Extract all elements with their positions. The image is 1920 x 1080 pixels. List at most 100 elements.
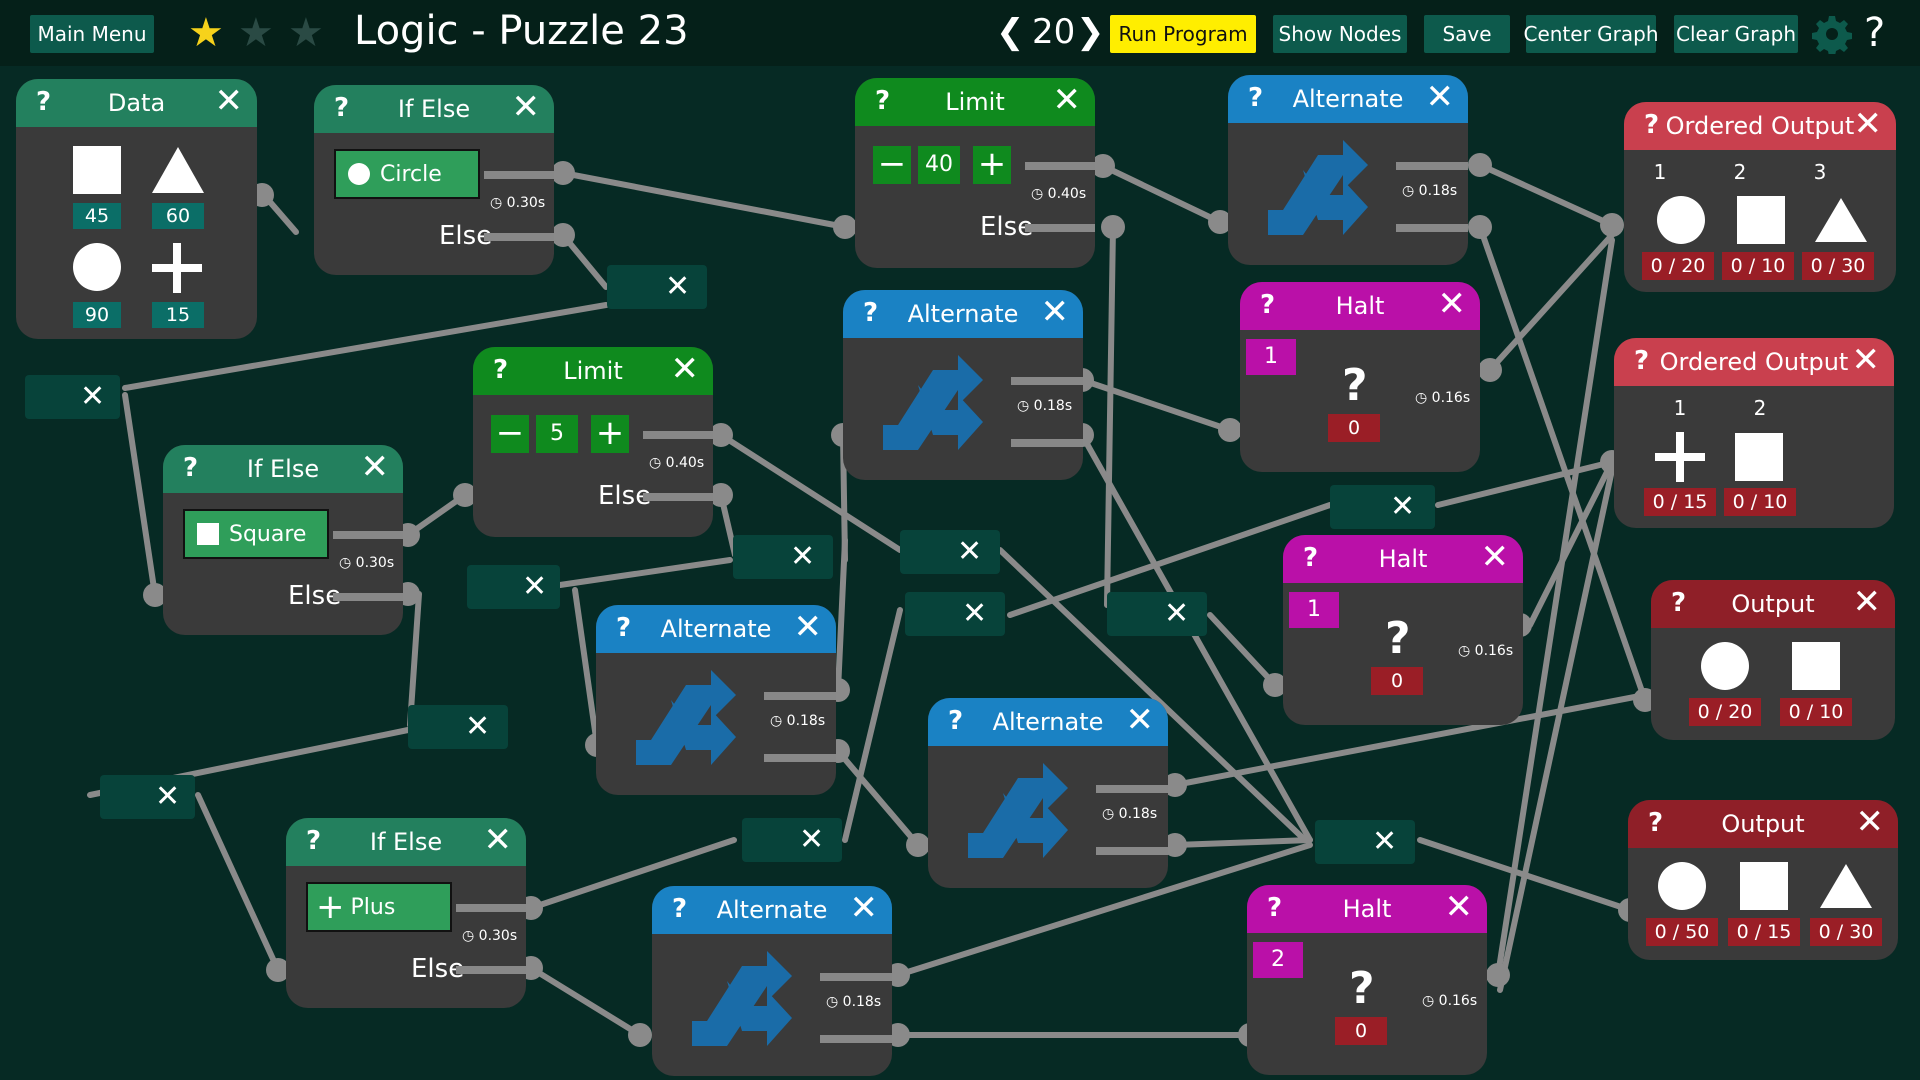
junction-node[interactable]: ✕ (25, 375, 120, 419)
if-else-node[interactable]: ? If Else ✕ Circle ◷ 0.30s Else (314, 85, 554, 275)
help-icon[interactable]: ? (1303, 543, 1319, 573)
output-port[interactable] (1096, 847, 1168, 855)
close-icon[interactable]: ✕ (1164, 596, 1190, 631)
else-port[interactable] (333, 593, 403, 601)
close-icon[interactable]: ✕ (1851, 340, 1881, 380)
condition-selector[interactable]: + Plus (306, 882, 452, 932)
else-port[interactable] (643, 493, 713, 501)
help-icon[interactable]: ? (493, 355, 509, 385)
output-node[interactable]: ? Output ✕ 0 / 20 0 / 10 (1651, 580, 1895, 740)
help-icon[interactable]: ? (616, 613, 632, 643)
node-header[interactable]: ? Alternate ✕ (596, 605, 836, 653)
halt-node[interactable]: ? Halt ✕ 1 ? 0 ◷ 0.16s (1240, 282, 1480, 472)
node-header[interactable]: ? Output ✕ (1628, 800, 1898, 848)
increment-button[interactable]: + (591, 415, 629, 453)
node-header[interactable]: ? Alternate ✕ (652, 886, 892, 934)
close-icon[interactable]: ✕ (511, 87, 541, 127)
help-icon[interactable]: ? (1644, 110, 1660, 140)
close-icon[interactable]: ✕ (1052, 80, 1082, 120)
close-icon[interactable]: ✕ (1444, 887, 1474, 927)
node-header[interactable]: ? If Else ✕ (286, 818, 526, 866)
increment-button[interactable]: + (973, 146, 1011, 184)
alternate-node[interactable]: ? Alternate ✕ ◷ 0.18s (843, 290, 1083, 480)
alternate-node[interactable]: ? Alternate ✕ ◷ 0.18s (652, 886, 892, 1076)
close-icon[interactable]: ✕ (1125, 700, 1155, 740)
output-port[interactable] (643, 431, 713, 439)
decrement-button[interactable]: − (491, 415, 529, 453)
close-icon[interactable]: ✕ (214, 81, 244, 121)
help-button[interactable]: ? (1864, 10, 1886, 56)
node-header[interactable]: ? Ordered Output ✕ (1624, 102, 1896, 150)
help-icon[interactable]: ? (1634, 346, 1650, 376)
else-port[interactable] (484, 233, 554, 241)
close-icon[interactable]: ✕ (799, 822, 825, 857)
node-header[interactable]: ? Limit ✕ (855, 78, 1095, 126)
junction-node[interactable]: ✕ (733, 535, 833, 579)
close-icon[interactable]: ✕ (1855, 802, 1885, 842)
help-icon[interactable]: ? (672, 894, 688, 924)
save-button[interactable]: Save (1424, 15, 1510, 53)
decrement-button[interactable]: − (873, 146, 911, 184)
data-node[interactable]: ? Data ✕ 45 60 90 15 (16, 79, 257, 339)
show-nodes-button[interactable]: Show Nodes (1273, 15, 1407, 53)
clear-graph-button[interactable]: Clear Graph (1674, 15, 1798, 53)
close-icon[interactable]: ✕ (1425, 77, 1455, 117)
junction-node[interactable]: ✕ (100, 775, 195, 819)
node-header[interactable]: ? If Else ✕ (163, 445, 403, 493)
condition-selector[interactable]: Circle (334, 149, 480, 199)
help-icon[interactable]: ? (334, 93, 350, 123)
help-icon[interactable]: ? (1648, 808, 1664, 838)
junction-node[interactable]: ✕ (1330, 485, 1435, 529)
junction-node[interactable]: ✕ (408, 705, 508, 749)
output-port[interactable] (1396, 224, 1468, 232)
close-icon[interactable]: ✕ (483, 820, 513, 860)
close-icon[interactable]: ✕ (80, 379, 106, 414)
close-icon[interactable]: ✕ (670, 349, 700, 389)
help-icon[interactable]: ? (36, 87, 52, 117)
node-header[interactable]: ? Alternate ✕ (1228, 75, 1468, 123)
output-port[interactable] (820, 1035, 892, 1043)
output-port[interactable] (1025, 162, 1095, 170)
close-icon[interactable]: ✕ (465, 709, 491, 744)
previous-puzzle-arrow[interactable]: ❮ (996, 12, 1025, 52)
close-icon[interactable]: ✕ (793, 607, 823, 647)
close-icon[interactable]: ✕ (522, 569, 548, 604)
gear-icon[interactable] (1812, 14, 1852, 56)
if-else-node[interactable]: ? If Else ✕ Square ◷ 0.30s Else (163, 445, 403, 635)
output-port[interactable] (1011, 377, 1083, 385)
if-else-node[interactable]: ? If Else ✕ + Plus ◷ 0.30s Else (286, 818, 526, 1008)
output-port[interactable] (1396, 162, 1468, 170)
output-port[interactable] (764, 692, 836, 700)
main-menu-button[interactable]: Main Menu (30, 15, 154, 53)
close-icon[interactable]: ✕ (1852, 582, 1882, 622)
close-icon[interactable]: ✕ (665, 269, 691, 304)
node-header[interactable]: ? Alternate ✕ (928, 698, 1168, 746)
node-header[interactable]: ? Output ✕ (1651, 580, 1895, 628)
help-icon[interactable]: ? (875, 86, 891, 116)
alternate-node[interactable]: ? Alternate ✕ ◷ 0.18s (596, 605, 836, 795)
close-icon[interactable]: ✕ (1480, 537, 1510, 577)
node-header[interactable]: ? Ordered Output ✕ (1614, 338, 1894, 386)
alternate-node[interactable]: ? Alternate ✕ ◷ 0.18s (928, 698, 1168, 888)
output-port[interactable] (1096, 785, 1168, 793)
help-icon[interactable]: ? (863, 298, 879, 328)
output-port[interactable] (333, 531, 403, 539)
close-icon[interactable]: ✕ (957, 534, 983, 569)
close-icon[interactable]: ✕ (1390, 489, 1416, 524)
output-port[interactable] (484, 171, 554, 179)
help-icon[interactable]: ? (1248, 83, 1264, 113)
output-port[interactable] (1011, 439, 1083, 447)
node-header[interactable]: ? Data ✕ (16, 79, 257, 127)
output-port[interactable] (456, 904, 526, 912)
junction-node[interactable]: ✕ (742, 818, 842, 862)
junction-node[interactable]: ✕ (1315, 820, 1415, 864)
node-header[interactable]: ? Alternate ✕ (843, 290, 1083, 338)
node-header[interactable]: ? Halt ✕ (1247, 885, 1487, 933)
node-header[interactable]: ? Halt ✕ (1240, 282, 1480, 330)
help-icon[interactable]: ? (1260, 290, 1276, 320)
node-header[interactable]: ? Halt ✕ (1283, 535, 1523, 583)
junction-node[interactable]: ✕ (900, 530, 1000, 574)
close-icon[interactable]: ✕ (1372, 824, 1398, 859)
node-header[interactable]: ? If Else ✕ (314, 85, 554, 133)
junction-node[interactable]: ✕ (905, 592, 1005, 636)
